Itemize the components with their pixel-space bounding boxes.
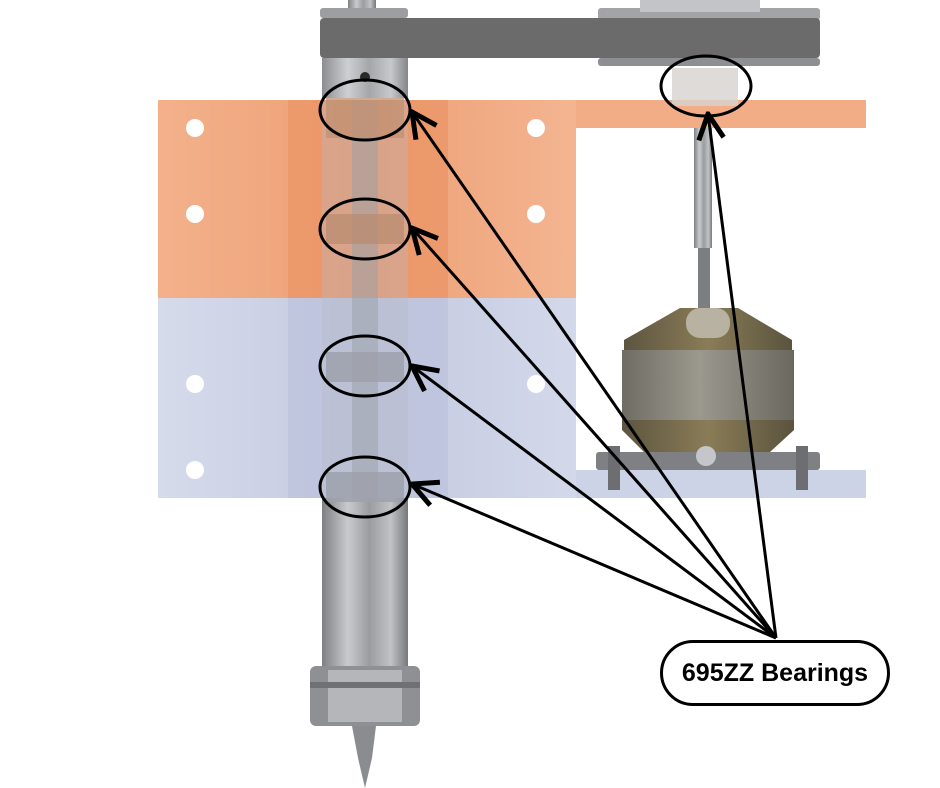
driven-shaft-lower	[698, 248, 710, 308]
motor-body	[622, 350, 794, 420]
annotation-label: 695ZZ Bearings	[660, 640, 890, 706]
arrow-to-bearing-2	[412, 228, 778, 639]
bearing-2	[326, 214, 404, 244]
spindle-shaft	[322, 58, 408, 666]
arrow-to-bearing-1	[412, 112, 778, 639]
motor-coupler	[686, 308, 730, 338]
arrow-to-bearing-5	[708, 114, 778, 639]
bearing-3	[326, 352, 404, 382]
bearing-1	[326, 98, 404, 138]
bearing-blocks	[326, 68, 738, 502]
bearing-4	[326, 472, 404, 502]
annotation-arrows	[412, 112, 778, 640]
motor-assembly	[596, 128, 820, 490]
right-pulley-hub	[640, 0, 760, 12]
annotation-label-text: 695ZZ Bearings	[681, 658, 869, 687]
timing-belt	[320, 18, 820, 58]
belt-drive	[320, 0, 820, 66]
left-pulley-flange	[320, 8, 408, 18]
right-pulley-lower-flange	[598, 58, 820, 66]
arrow-to-bearing-4	[412, 484, 777, 640]
upper-mounting-plate	[158, 100, 866, 298]
arrow-to-bearing-3	[412, 366, 777, 640]
bearing-5	[672, 68, 738, 106]
collet-and-bit	[310, 666, 420, 788]
driven-shaft	[694, 128, 712, 248]
